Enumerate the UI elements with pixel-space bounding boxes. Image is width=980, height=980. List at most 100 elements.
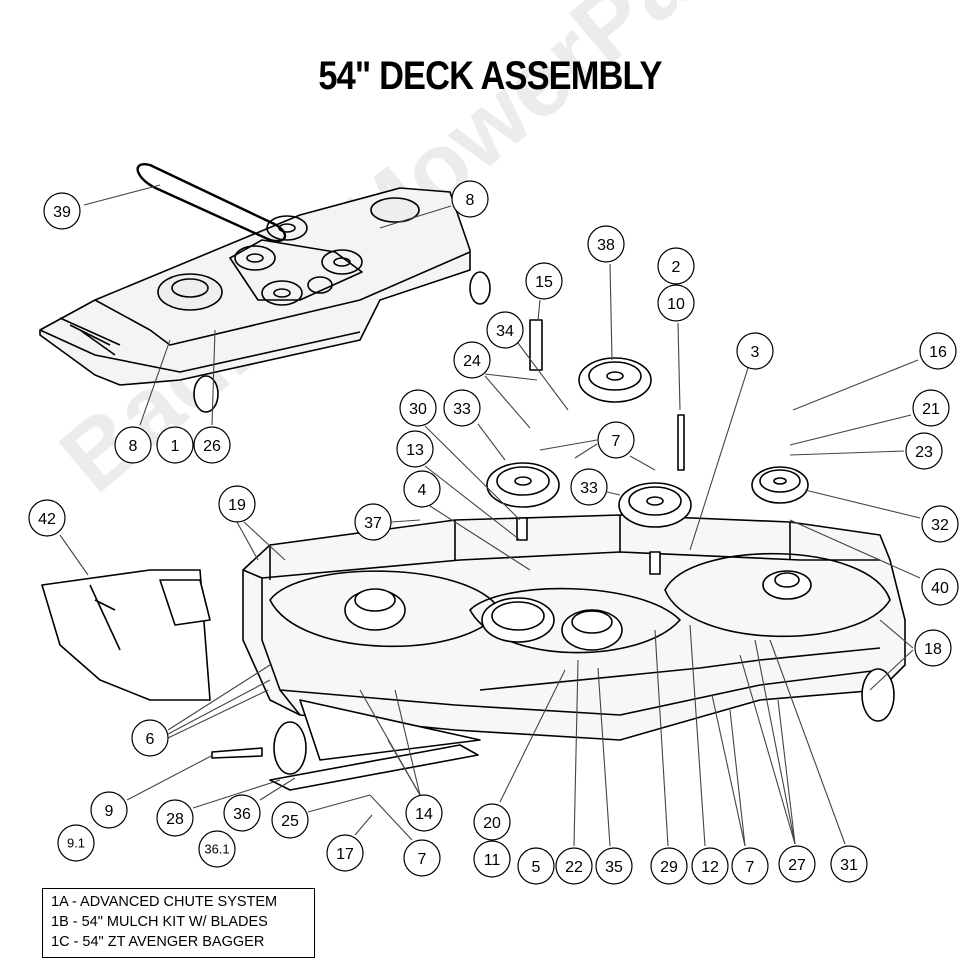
page-title: 54" DECK ASSEMBLY bbox=[318, 54, 662, 98]
leader-line bbox=[539, 439, 598, 451]
part-callout-34: 34 bbox=[486, 311, 524, 349]
part-callout-3: 3 bbox=[736, 332, 774, 370]
part-callout-18: 18 bbox=[914, 629, 952, 667]
part-callout-22: 22 bbox=[555, 847, 593, 885]
leader-line bbox=[484, 373, 538, 381]
callout-label: 22 bbox=[565, 859, 583, 876]
callout-circle bbox=[657, 247, 695, 285]
callout-label: 23 bbox=[915, 444, 933, 461]
callout-circle bbox=[223, 794, 261, 832]
leader-line bbox=[769, 639, 846, 845]
callout-label: 12 bbox=[701, 859, 719, 876]
legend-item: 1C - 54" ZT AVENGER BAGGER bbox=[51, 934, 265, 950]
callout-circle bbox=[830, 845, 868, 883]
callout-label: 6 bbox=[146, 731, 155, 748]
part-callout-12: 12 bbox=[691, 847, 729, 885]
callout-label: 33 bbox=[580, 480, 598, 497]
overview-deck-drawing bbox=[39, 163, 491, 413]
part-callout-23: 23 bbox=[905, 432, 943, 470]
part-callout-25: 25 bbox=[271, 801, 309, 839]
callout-circle bbox=[650, 847, 688, 885]
callout-circle bbox=[218, 485, 256, 523]
leader-line bbox=[379, 205, 452, 229]
part-callout-31: 31 bbox=[830, 845, 868, 883]
callout-label: 32 bbox=[931, 517, 949, 534]
callout-circle bbox=[657, 284, 695, 322]
leader-line bbox=[729, 709, 746, 847]
part-callout-1: 1 bbox=[156, 426, 194, 464]
callout-label: 15 bbox=[535, 274, 553, 291]
callout-label: 33 bbox=[453, 401, 471, 418]
pulley-group bbox=[344, 319, 812, 651]
callout-label: 18 bbox=[924, 641, 942, 658]
callout-label: 4 bbox=[418, 482, 427, 499]
callout-label: 40 bbox=[931, 580, 949, 597]
callout-circle bbox=[914, 629, 952, 667]
callout-circle bbox=[731, 847, 769, 885]
callout-circle bbox=[271, 801, 309, 839]
leader-line bbox=[390, 519, 421, 523]
callout-circle bbox=[90, 791, 128, 829]
leader-line bbox=[789, 414, 912, 446]
part-callout-26: 26 bbox=[193, 426, 231, 464]
callout-label: 17 bbox=[336, 846, 354, 863]
leader-line bbox=[369, 794, 413, 841]
part-callout-13: 13 bbox=[396, 430, 434, 468]
callout-circle bbox=[156, 799, 194, 837]
part-callout-5: 5 bbox=[517, 847, 555, 885]
callout-label: 7 bbox=[418, 851, 427, 868]
callout-label: 38 bbox=[597, 237, 615, 254]
leader-line bbox=[499, 669, 566, 803]
part-callout-4: 4 bbox=[403, 470, 441, 508]
leader-line bbox=[537, 299, 541, 321]
callout-label: 21 bbox=[922, 401, 940, 418]
callout-label: 11 bbox=[484, 852, 501, 869]
callout-circle bbox=[778, 845, 816, 883]
leader-line bbox=[573, 659, 579, 847]
callout-label: 16 bbox=[929, 344, 947, 361]
callout-label: 37 bbox=[364, 515, 382, 532]
callout-circle bbox=[919, 332, 957, 370]
leader-line bbox=[243, 521, 286, 561]
part-callout-20: 20 bbox=[473, 803, 511, 841]
legend-item: 1B - 54" MULCH KIT W/ BLADES bbox=[51, 914, 268, 930]
part-callout-28: 28 bbox=[156, 799, 194, 837]
leader-line bbox=[792, 359, 919, 411]
callout-circle bbox=[57, 824, 95, 862]
leader-line bbox=[394, 689, 421, 796]
leader-line bbox=[869, 649, 914, 691]
leader-line bbox=[236, 521, 259, 561]
callout-circle bbox=[403, 470, 441, 508]
part-callout-2: 2 bbox=[657, 247, 695, 285]
leader-line bbox=[83, 184, 161, 206]
callout-label: 19 bbox=[228, 497, 246, 514]
callout-label: 42 bbox=[38, 511, 56, 528]
leader-line bbox=[484, 375, 531, 429]
part-callout-30: 30 bbox=[399, 389, 437, 427]
part-callout-35: 35 bbox=[595, 847, 633, 885]
part-callout-16: 16 bbox=[919, 332, 957, 370]
part-callout-32: 32 bbox=[921, 505, 959, 543]
callout-circle bbox=[451, 180, 489, 218]
leader-line bbox=[574, 443, 598, 459]
callout-circle bbox=[193, 426, 231, 464]
callout-label: 14 bbox=[415, 806, 433, 823]
callout-circle bbox=[198, 830, 236, 868]
part-callout-7: 7 bbox=[731, 847, 769, 885]
callout-label: 9 bbox=[105, 803, 114, 820]
leader-line bbox=[606, 491, 621, 496]
callout-circle bbox=[405, 794, 443, 832]
callout-circle bbox=[736, 332, 774, 370]
callout-label: 24 bbox=[463, 353, 481, 370]
callout-label: 2 bbox=[672, 259, 681, 276]
part-callout-17: 17 bbox=[326, 834, 364, 872]
callout-label: 8 bbox=[466, 192, 475, 209]
callout-label: 7 bbox=[746, 859, 755, 876]
leader-line bbox=[629, 455, 656, 471]
callout-label: 26 bbox=[203, 438, 221, 455]
callout-circle bbox=[396, 430, 434, 468]
leader-line bbox=[167, 679, 271, 735]
callout-circle bbox=[517, 847, 555, 885]
callout-circle bbox=[570, 468, 608, 506]
part-callout-19: 19 bbox=[218, 485, 256, 523]
